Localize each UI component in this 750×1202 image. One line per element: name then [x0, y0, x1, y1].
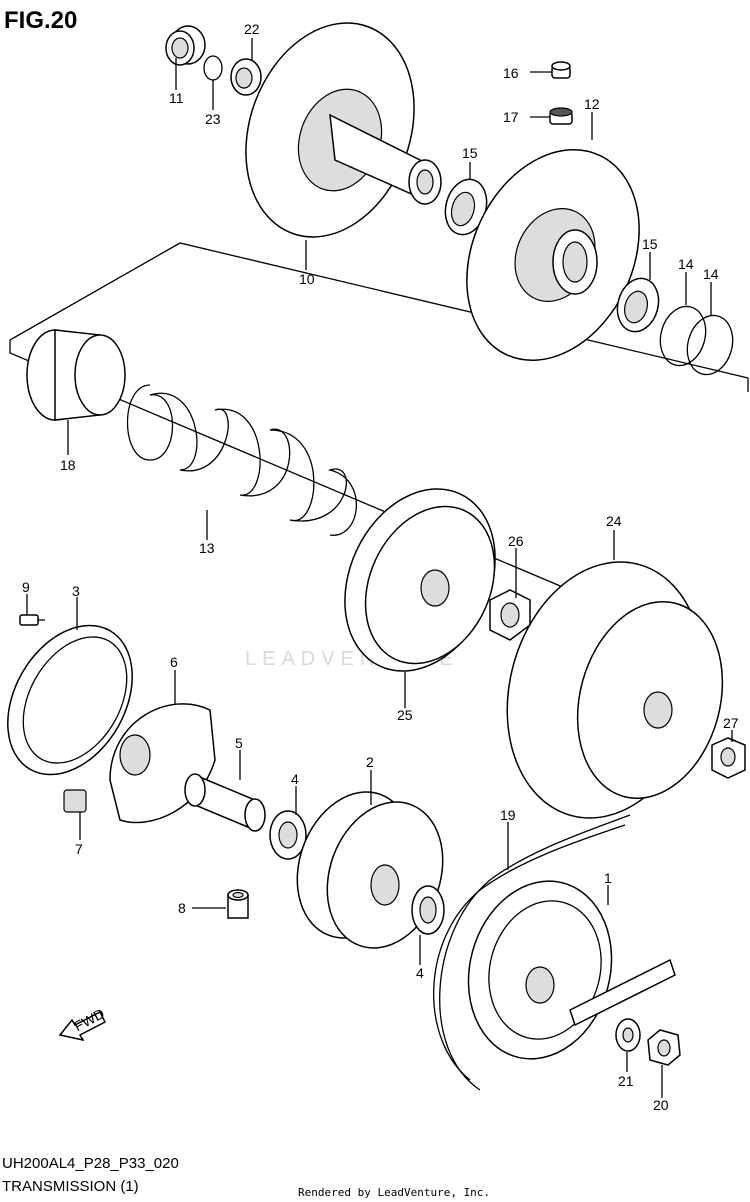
part-23-circlip	[203, 55, 223, 81]
render-credit: Rendered by LeadVenture, Inc.	[298, 1186, 490, 1199]
part-9-screw	[19, 614, 45, 626]
callout-12: 12	[584, 96, 600, 112]
part-25-clutch-shoe-assembly	[344, 488, 496, 672]
part-27-nut	[711, 737, 746, 779]
part-13-spring	[126, 384, 357, 536]
callout-10: 10	[299, 271, 315, 287]
part-15-oil-seal-lower	[616, 277, 660, 333]
callout-4-upper: 4	[291, 771, 299, 787]
part-18-spring-seat	[26, 329, 126, 421]
part-10-driven-face	[245, 22, 442, 238]
leader-lines	[26, 38, 733, 1098]
part-26-nut	[489, 589, 531, 641]
figure-title: FIG.20	[4, 7, 77, 34]
part-20-nut	[647, 1029, 681, 1066]
callout-24: 24	[606, 513, 622, 529]
callout-8: 8	[178, 900, 186, 916]
part-17-roller	[549, 107, 573, 125]
callout-6: 6	[170, 654, 178, 670]
callout-9: 9	[22, 579, 30, 595]
part-2-movable-drive-face	[296, 791, 444, 949]
fwd-arrow-icon: FWD	[58, 1005, 107, 1042]
callout-14-a: 14	[678, 256, 694, 272]
part-15-oil-seal-upper	[444, 178, 488, 236]
callout-25: 25	[397, 707, 413, 723]
callout-3: 3	[72, 583, 80, 599]
callout-15-upper: 15	[462, 145, 478, 161]
part-12-movable-driven-face	[466, 148, 640, 362]
callout-2: 2	[366, 754, 374, 770]
part-5-spacer	[184, 773, 266, 832]
callout-18: 18	[60, 457, 76, 473]
part-3-cover-plate	[7, 624, 133, 776]
callout-21: 21	[618, 1073, 634, 1089]
part-16-pin	[551, 61, 571, 79]
callout-17: 17	[503, 109, 519, 125]
part-21-washer	[615, 1018, 641, 1052]
callout-5: 5	[235, 735, 243, 751]
callout-20: 20	[653, 1097, 669, 1113]
group-box-left	[9, 340, 566, 589]
part-1-drive-face	[467, 880, 676, 1060]
part-4-bearing-upper	[269, 810, 307, 860]
callout-19: 19	[500, 807, 516, 823]
callout-13: 13	[199, 540, 215, 556]
callout-16: 16	[503, 65, 519, 81]
part-19-v-belt	[433, 814, 631, 1091]
figure-caption: TRANSMISSION (1)	[2, 1178, 139, 1195]
callout-14-b: 14	[703, 266, 719, 282]
callout-15-lower: 15	[642, 236, 658, 252]
callout-labels: 11 22 23 10 16 17 12 15 15 14 14 18 13 2…	[22, 21, 739, 1113]
callout-23: 23	[205, 111, 221, 127]
callout-4-lower: 4	[416, 965, 424, 981]
part-14-o-ring-a	[659, 305, 707, 367]
part-14-o-ring-b	[686, 314, 734, 376]
callout-7: 7	[75, 841, 83, 857]
part-4-bearing-lower	[411, 885, 445, 935]
callout-22: 22	[244, 21, 260, 37]
part-7-slide-piece	[63, 789, 87, 813]
part-8-sleeve	[227, 889, 249, 919]
callout-1: 1	[604, 870, 612, 886]
callout-27: 27	[723, 715, 739, 731]
part-11-needle-bearing	[165, 25, 206, 66]
part-22-oil-seal	[230, 58, 262, 96]
callout-11: 11	[169, 90, 184, 106]
figure-code: UH200AL4_P28_P33_020	[2, 1155, 179, 1172]
part-24-clutch-housing	[506, 561, 724, 819]
callout-26: 26	[508, 533, 524, 549]
